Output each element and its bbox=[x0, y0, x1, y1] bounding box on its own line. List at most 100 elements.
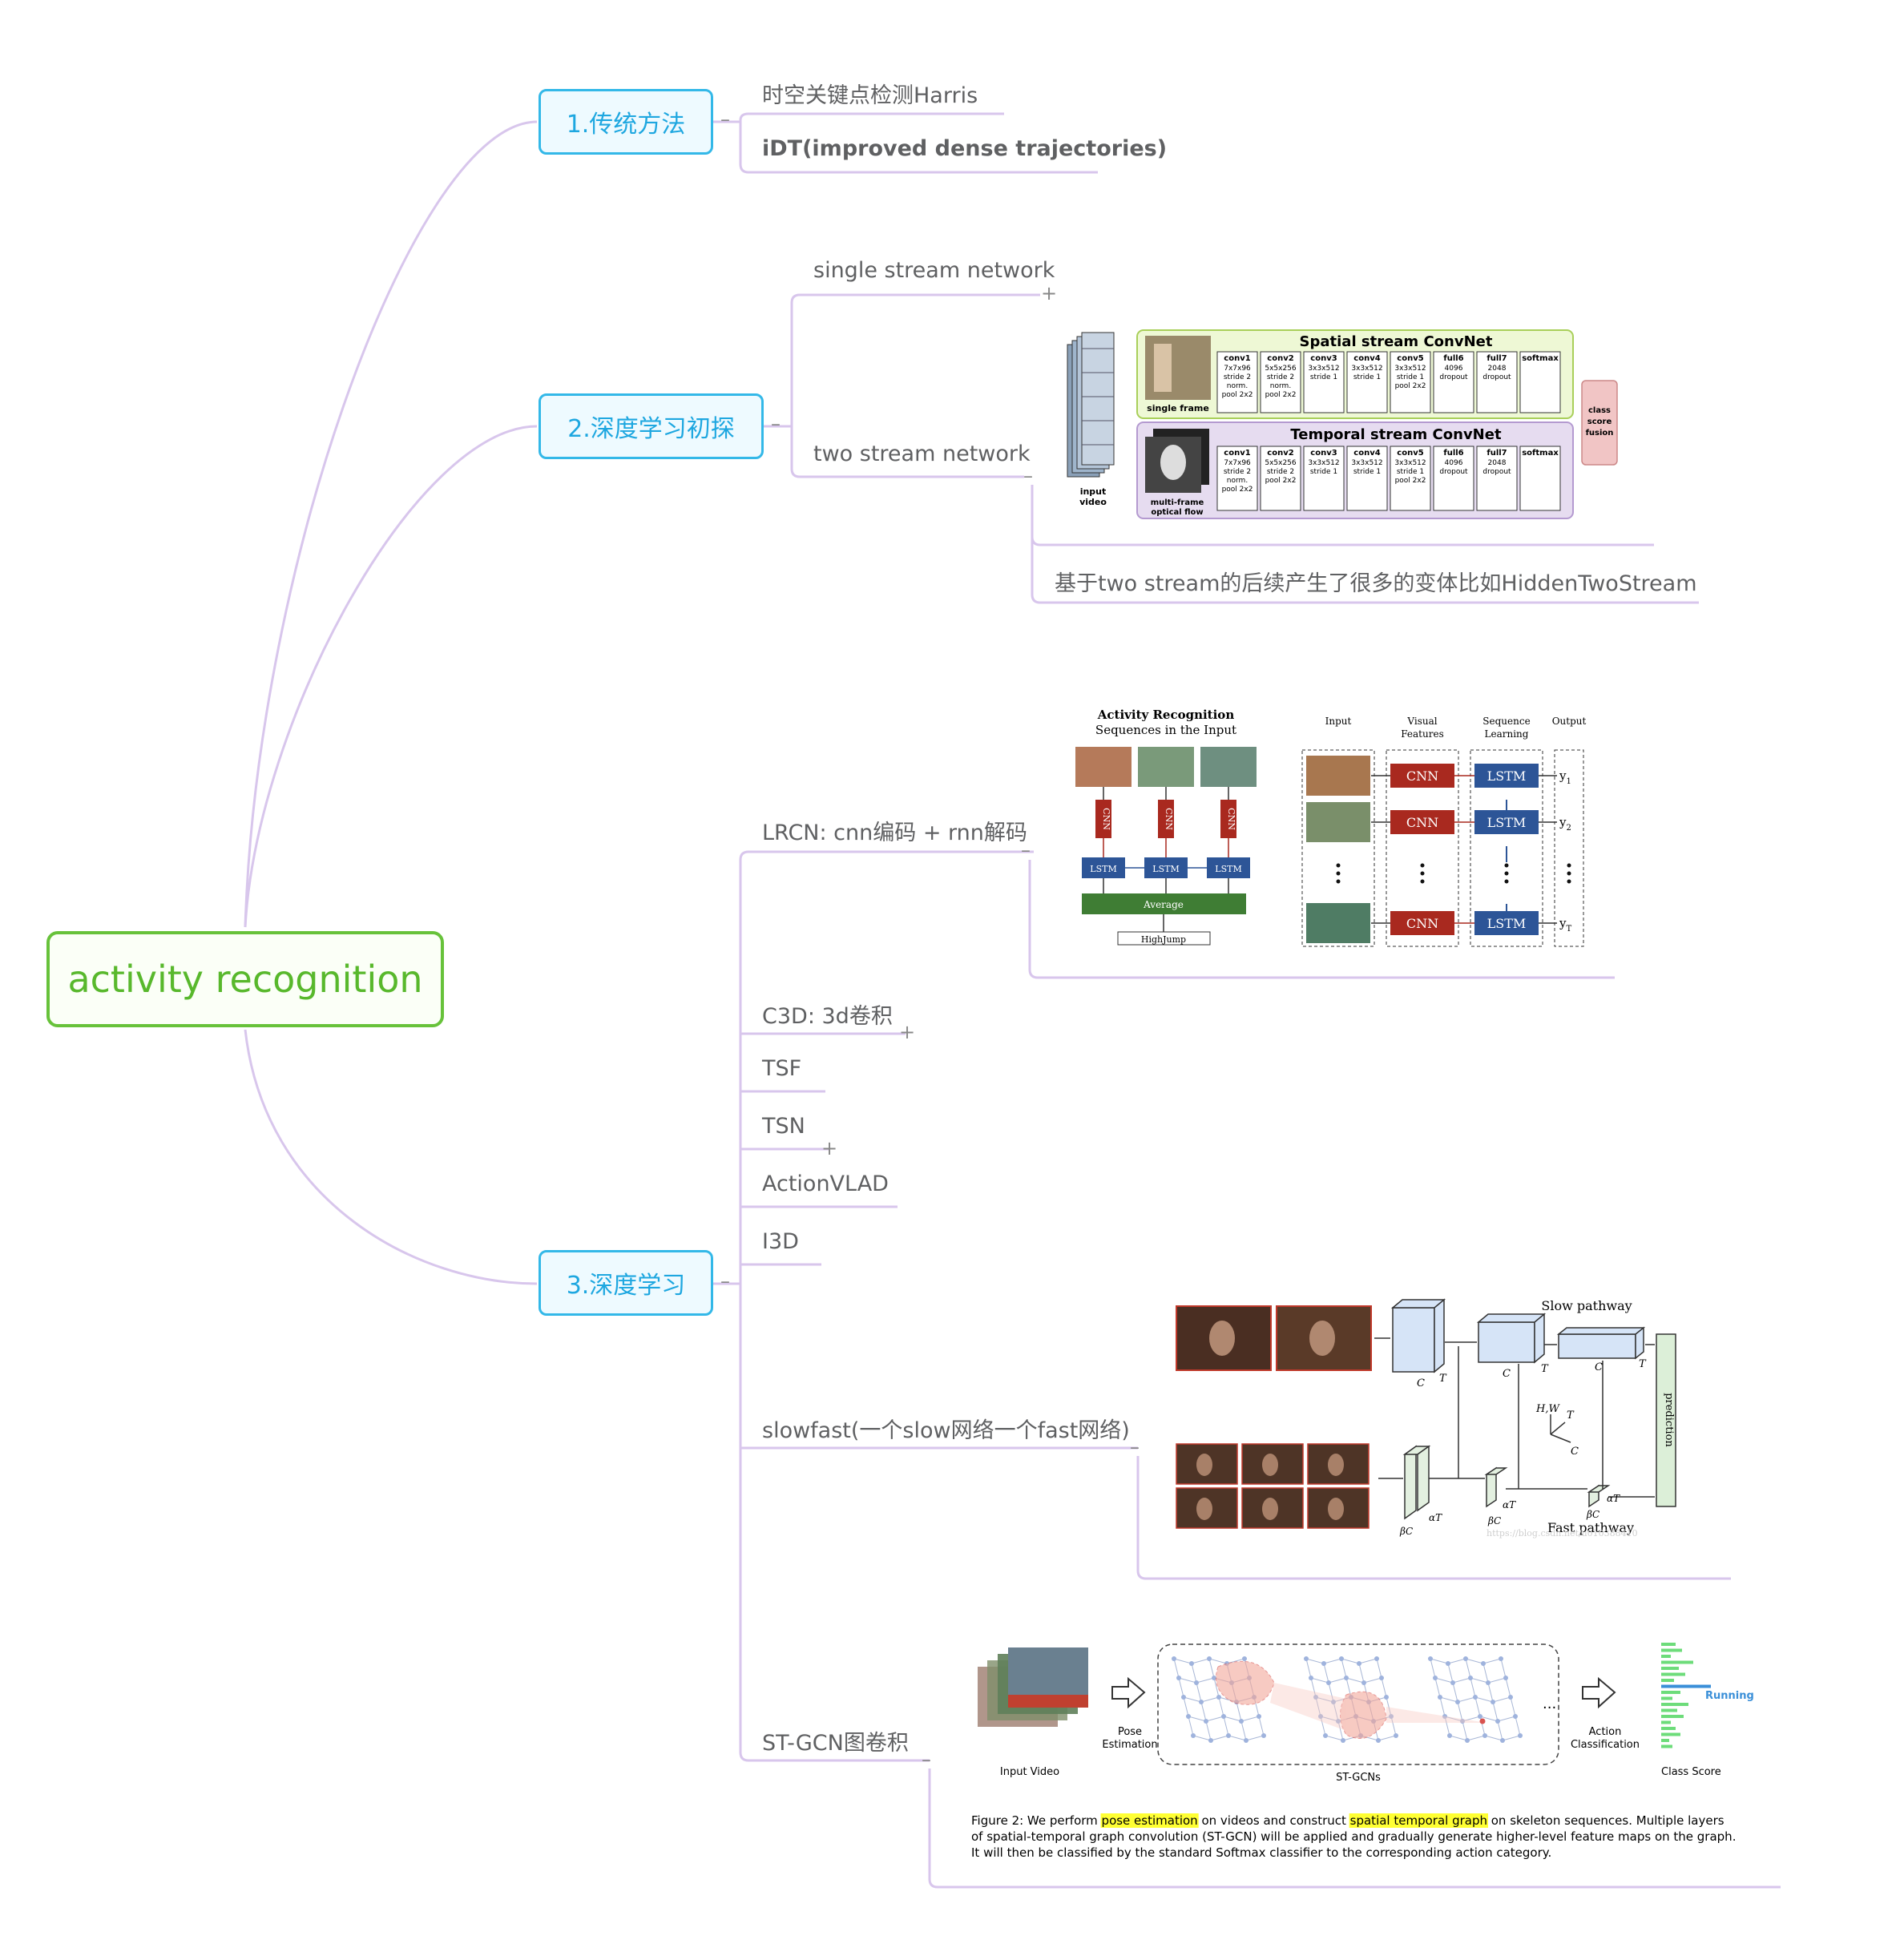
svg-text:fusion: fusion bbox=[1586, 429, 1614, 438]
svg-text:2048: 2048 bbox=[1488, 459, 1507, 467]
svg-text:Action: Action bbox=[1589, 1726, 1622, 1738]
expand-toggle-tsn[interactable]: + bbox=[821, 1137, 838, 1159]
svg-text:stride 1: stride 1 bbox=[1310, 468, 1337, 476]
svg-text:pool 2x2: pool 2x2 bbox=[1222, 486, 1253, 494]
svg-text:It will then be classified by: It will then be classified by the standa… bbox=[971, 1845, 1551, 1860]
svg-text:βC: βC bbox=[1399, 1526, 1413, 1537]
svg-text:CNN: CNN bbox=[1406, 916, 1438, 931]
lrcn-header: Input bbox=[1325, 716, 1352, 727]
svg-text:dropout: dropout bbox=[1482, 373, 1511, 381]
svg-text:video: video bbox=[1079, 497, 1107, 507]
slow-pathway-blocks bbox=[1390, 1298, 1646, 1373]
category-node-traditional[interactable]: 1.传统方法 bbox=[539, 89, 713, 155]
leaf-tsn[interactable]: TSN bbox=[762, 1114, 805, 1139]
collapse-toggle-slowfast[interactable]: – bbox=[1130, 1436, 1140, 1458]
class-score-bar bbox=[1661, 1655, 1671, 1658]
svg-text:conv2: conv2 bbox=[1267, 449, 1293, 458]
leaf-harris[interactable]: 时空关键点检测Harris bbox=[762, 83, 978, 108]
lrcn-left-frames bbox=[1075, 747, 1257, 787]
svg-text:pool 2x2: pool 2x2 bbox=[1395, 477, 1426, 485]
svg-text:T: T bbox=[1639, 1358, 1647, 1370]
svg-text:LSTM: LSTM bbox=[1487, 768, 1527, 784]
input-video-frames bbox=[978, 1647, 1088, 1727]
class-score-fusion-box bbox=[1581, 380, 1618, 466]
lrcn-left-lstm-0: LSTM bbox=[1082, 857, 1144, 893]
svg-text:LSTM: LSTM bbox=[1152, 864, 1179, 874]
svg-text:yT: yT bbox=[1559, 916, 1571, 934]
svg-text:3x3x512: 3x3x512 bbox=[1308, 459, 1339, 467]
svg-text:C: C bbox=[1417, 1377, 1425, 1389]
leaf-two-stream-variants[interactable]: 基于two stream的后续产生了很多的变体比如HiddenTwoStream bbox=[1055, 571, 1697, 596]
svg-text:stride 1: stride 1 bbox=[1353, 373, 1381, 381]
connector-root-cat2 bbox=[244, 425, 538, 928]
svg-text:3x3x512: 3x3x512 bbox=[1394, 459, 1426, 467]
leaf-stgcn[interactable]: ST-GCN图卷积 bbox=[762, 1731, 909, 1756]
connector-root-cat3 bbox=[244, 1029, 538, 1285]
leaf-tsf[interactable]: TSF bbox=[762, 1056, 802, 1081]
skeleton-graph-2 bbox=[1428, 1656, 1523, 1743]
multi-frame-label-2: optical flow bbox=[1151, 508, 1203, 517]
svg-text:conv2: conv2 bbox=[1267, 354, 1293, 363]
lrcn-left-subtitle: Sequences in the Input bbox=[1095, 723, 1236, 737]
collapse-toggle-cat1[interactable]: – bbox=[720, 108, 730, 131]
class-score-bar bbox=[1661, 1727, 1676, 1730]
lrcn-left-title: Activity Recognition bbox=[1097, 708, 1235, 722]
svg-text:conv5: conv5 bbox=[1397, 354, 1423, 363]
collapse-toggle-lrcn[interactable]: – bbox=[1021, 839, 1031, 861]
leaf-single-stream[interactable]: single stream network bbox=[813, 258, 1055, 283]
category-label: 2.深度学习初探 bbox=[567, 415, 735, 443]
leaf-two-stream[interactable]: two stream network bbox=[813, 442, 1031, 466]
leaf-lrcn[interactable]: LRCN: cnn编码 + rnn解码 bbox=[762, 821, 1027, 845]
svg-text:CNN: CNN bbox=[1101, 808, 1111, 830]
svg-text:3x3x512: 3x3x512 bbox=[1351, 459, 1382, 467]
lrcn-left-cnn-1: CNN bbox=[1158, 787, 1174, 857]
temporal-title: Temporal stream ConvNet bbox=[1290, 426, 1502, 443]
leaf-idt[interactable]: iDT(improved dense trajectories) bbox=[762, 136, 1168, 161]
svg-text:βC: βC bbox=[1586, 1509, 1599, 1520]
leaf-slowfast[interactable]: slowfast(一个slow网络一个fast网络) bbox=[762, 1418, 1130, 1443]
svg-text:pool 2x2: pool 2x2 bbox=[1222, 391, 1253, 399]
leaf-c3d[interactable]: C3D: 3d卷积 bbox=[762, 1004, 893, 1029]
svg-text:full6: full6 bbox=[1443, 449, 1463, 458]
leaf-actionvlad[interactable]: ActionVLAD bbox=[762, 1172, 889, 1196]
svg-text:dropout: dropout bbox=[1439, 373, 1468, 381]
class-score-bar bbox=[1661, 1672, 1685, 1676]
svg-text:LSTM: LSTM bbox=[1090, 864, 1116, 874]
svg-text:Learning: Learning bbox=[1485, 728, 1529, 740]
root-label: activity recognition bbox=[67, 958, 423, 1001]
collapse-toggle-two-stream[interactable]: – bbox=[1023, 465, 1033, 487]
category-node-deep-learning-intro[interactable]: 2.深度学习初探 bbox=[539, 393, 764, 459]
leaf-i3d[interactable]: I3D bbox=[762, 1229, 799, 1254]
category-node-deep-learning[interactable]: 3.深度学习 bbox=[539, 1250, 713, 1316]
svg-text:conv4: conv4 bbox=[1353, 354, 1380, 363]
svg-text:conv3: conv3 bbox=[1310, 354, 1337, 363]
root-node[interactable]: activity recognition bbox=[46, 931, 444, 1027]
class-score-bar bbox=[1661, 1715, 1684, 1718]
expand-toggle-single-stream[interactable]: + bbox=[1041, 282, 1058, 304]
collapse-toggle-cat3[interactable]: – bbox=[720, 1270, 730, 1293]
single-frame-label: single frame bbox=[1147, 403, 1209, 413]
caption-highlight bbox=[1100, 1813, 1199, 1828]
svg-text:pool 2x2: pool 2x2 bbox=[1265, 477, 1297, 485]
stgcn-container bbox=[1157, 1643, 1559, 1765]
svg-text:Classification: Classification bbox=[1571, 1739, 1640, 1751]
collapse-toggle-cat2[interactable]: – bbox=[771, 413, 781, 435]
lrcn-left-cnn-2: CNN bbox=[1220, 787, 1236, 857]
svg-text:stride 1: stride 1 bbox=[1397, 468, 1424, 476]
svg-text:prediction: prediction bbox=[1663, 1393, 1675, 1447]
expand-toggle-c3d[interactable]: + bbox=[899, 1021, 916, 1043]
watermark: https://blog.csdn.net/u010388410 bbox=[1486, 1528, 1638, 1539]
svg-text:norm.: norm. bbox=[1270, 382, 1291, 390]
svg-text:T: T bbox=[1541, 1363, 1549, 1375]
input-video-label: input bbox=[1080, 486, 1107, 497]
svg-text:Figure 2: We perform pose est: Figure 2: We perform pose estimation on … bbox=[971, 1813, 1724, 1828]
collapse-toggle-stgcn[interactable]: – bbox=[922, 1748, 931, 1771]
svg-text:conv5: conv5 bbox=[1397, 449, 1423, 458]
svg-text:CNN: CNN bbox=[1226, 808, 1236, 830]
